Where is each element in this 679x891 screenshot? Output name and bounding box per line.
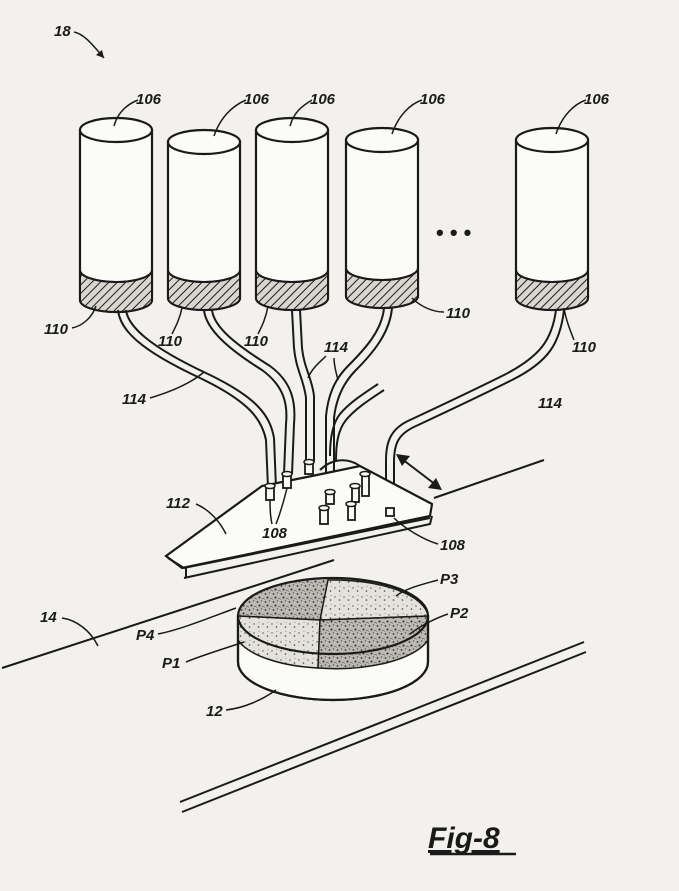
container-label-4: 106 (420, 91, 446, 108)
nozzle (281, 470, 293, 489)
region-leader (409, 613, 449, 635)
nozzle (349, 482, 361, 503)
container-label-5: 106 (584, 91, 610, 108)
container-1 (78, 116, 154, 314)
valve-label-4: 110 (446, 305, 471, 322)
quadrant-p3 (319, 579, 429, 621)
container-label-2: 106 (244, 91, 270, 108)
container-3 (254, 116, 330, 312)
substrate-leader (225, 689, 277, 711)
container-2 (166, 128, 242, 312)
nozzle (264, 482, 276, 501)
substrate-disc (236, 576, 430, 702)
nozzle-leader (275, 487, 288, 525)
arrowhead-icon (396, 454, 410, 466)
arrowhead-icon (428, 478, 442, 490)
nozzle-label-1: 108 (262, 525, 288, 542)
region-leader (185, 641, 245, 663)
path-leader (61, 617, 99, 647)
nozzle-label-2: 108 (440, 537, 466, 554)
region-label-p4: P4 (136, 627, 155, 644)
nozzle (324, 488, 336, 505)
nozzle (303, 458, 315, 475)
nozzle-leader (269, 499, 273, 525)
region-label-p1: P1 (162, 655, 180, 672)
conduit-label-2: 114 (324, 339, 349, 356)
path-label: 14 (40, 609, 57, 626)
region-leader (395, 579, 439, 597)
manifold-plate (164, 459, 434, 579)
valve-label-3: 110 (244, 333, 269, 350)
container-labels: 106 106 106 106 106 (113, 91, 610, 137)
path-line (1, 559, 587, 813)
region-label-p3: P3 (440, 571, 459, 588)
conduit-labels: 114 114 114 (122, 339, 563, 412)
nozzle (318, 504, 330, 525)
container-5 (514, 126, 590, 312)
ellipsis-dots: • • • (436, 220, 471, 245)
conduits (117, 307, 565, 508)
conduit-label-1: 114 (122, 391, 147, 408)
figure-label: Fig-8 (428, 822, 500, 855)
substrate-label: 12 (206, 703, 223, 720)
region-leader (157, 607, 237, 635)
nozzle (385, 507, 395, 517)
conduit-label-3: 114 (538, 395, 563, 412)
manifold-leader (195, 503, 227, 535)
valve-label-2: 110 (158, 333, 183, 350)
nozzle (345, 500, 357, 521)
container-label-3: 106 (310, 91, 336, 108)
nozzles (264, 458, 395, 525)
nozzle (359, 470, 371, 497)
container-4 (344, 126, 420, 310)
system-callout: 18 (54, 23, 105, 59)
region-label-p2: P2 (450, 605, 469, 622)
manifold-label: 112 (166, 495, 191, 512)
quadrant-p2 (317, 615, 429, 670)
motion-arrow (396, 454, 545, 499)
valve-label-1: 110 (44, 321, 69, 338)
system-label: 18 (54, 23, 71, 40)
valve-labels: 110 110 110 110 110 (44, 297, 597, 356)
arrowhead-icon (96, 50, 104, 58)
container-label-1: 106 (136, 91, 162, 108)
valve-label-5: 110 (572, 339, 597, 356)
nozzle-leader (393, 517, 439, 545)
